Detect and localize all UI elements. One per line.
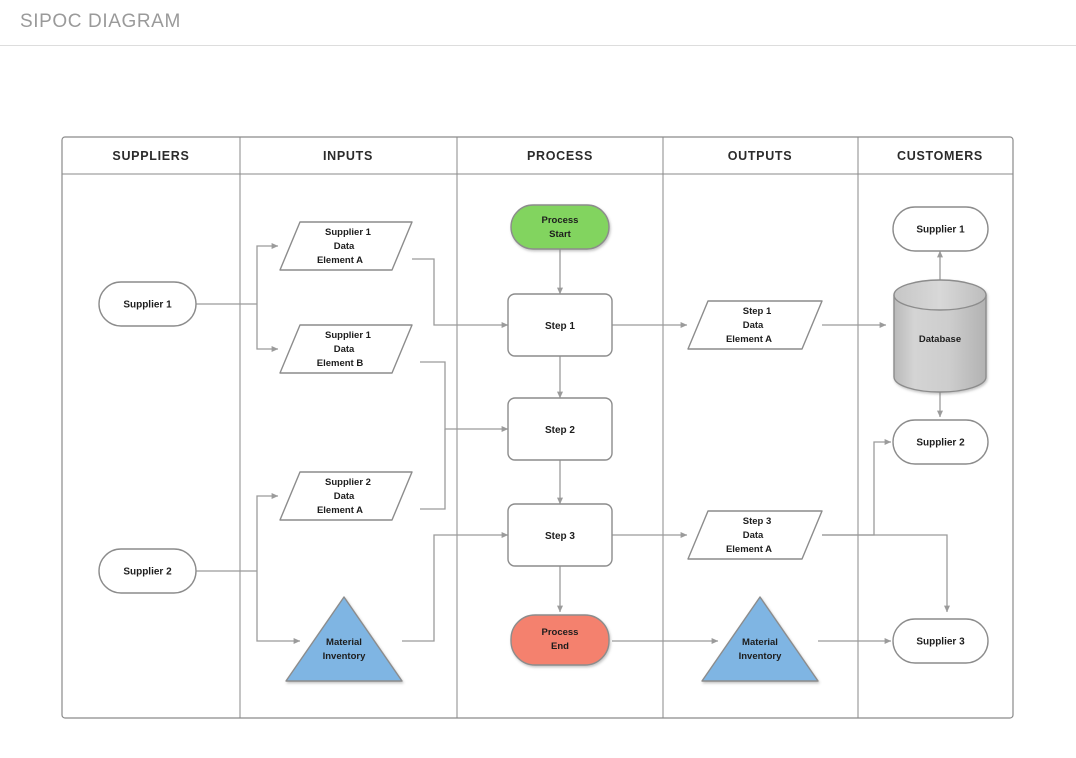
node-label-cus2: Supplier 2 xyxy=(916,438,965,449)
node-label-in2-line1: Supplier 1 xyxy=(325,330,372,341)
node-label-cus1: Supplier 1 xyxy=(916,225,965,236)
node-label-out2-line2: Data xyxy=(743,530,764,541)
node-label-out3-line2: Inventory xyxy=(739,651,782,662)
connector-sup1-to-in1 xyxy=(256,243,279,304)
connector-out2-to-cus2 xyxy=(822,439,892,536)
node-label-step-1: Step 1 xyxy=(545,321,575,332)
node-customer-supplier-3[interactable]: Supplier 3 xyxy=(892,618,989,664)
node-customer-supplier-1[interactable]: Supplier 1 xyxy=(892,206,989,252)
column-header-process: PROCESS xyxy=(527,149,593,163)
node-step-1[interactable]: Step 1 xyxy=(507,293,613,357)
node-label-out1-line2: Data xyxy=(743,320,764,331)
node-label-process-end-line1: Process xyxy=(542,627,579,638)
node-input-supplier1-data-b[interactable]: Supplier 1 Data Element B xyxy=(279,324,413,374)
node-input-supplier2-data-a[interactable]: Supplier 2 Data Element A xyxy=(279,471,413,521)
connector-sup2-to-in4 xyxy=(256,571,301,644)
node-label-cus3: Supplier 3 xyxy=(916,637,965,648)
node-label-in2-line2: Data xyxy=(334,344,355,355)
connector-in1-to-step1 xyxy=(412,258,509,328)
column-header-suppliers: SUPPLIERS xyxy=(112,149,189,163)
node-label-in1-line2: Data xyxy=(334,241,355,252)
node-label-process-start-line2: Start xyxy=(549,229,571,240)
node-label-in3-line1: Supplier 2 xyxy=(325,477,371,488)
node-customer-database[interactable]: Database xyxy=(893,279,987,393)
node-supplier-2[interactable]: Supplier 2 xyxy=(98,548,197,594)
node-label-step-2: Step 2 xyxy=(545,425,575,436)
sipoc-diagram-canvas[interactable]: SUPPLIERS INPUTS PROCESS OUTPUTS CUSTOME… xyxy=(0,46,1076,758)
node-label-out2-line3: Element A xyxy=(726,544,772,555)
column-header-customers: CUSTOMERS xyxy=(897,149,983,163)
connector-in3-to-step2 xyxy=(420,429,446,510)
node-label-in4-line1: Material xyxy=(326,637,362,648)
node-output-step3-data-a[interactable]: Step 3 Data Element A xyxy=(687,510,823,560)
swimlane-outer-border xyxy=(61,136,1014,719)
node-label-out2-line1: Step 3 xyxy=(743,516,772,527)
node-label-out3-line1: Material xyxy=(742,637,778,648)
node-label-process-start-line1: Process xyxy=(542,215,579,226)
node-label-out1-line1: Step 1 xyxy=(743,306,772,317)
connector-in2-to-step2 xyxy=(420,361,509,432)
node-input-supplier1-data-a[interactable]: Supplier 1 Data Element A xyxy=(279,221,413,271)
node-label-in2-line3: Element B xyxy=(317,358,364,369)
node-input-material-inventory[interactable]: Material Inventory xyxy=(285,596,403,682)
column-header-inputs: INPUTS xyxy=(323,149,373,163)
node-label-in1-line1: Supplier 1 xyxy=(325,227,372,238)
swimlane-grid xyxy=(61,136,1014,719)
connector-sup2-to-in3 xyxy=(256,493,279,571)
node-label-in1-line3: Element A xyxy=(317,255,363,266)
node-label-step-3: Step 3 xyxy=(545,531,575,542)
node-label-in3-line3: Element A xyxy=(317,505,363,516)
page-title: SIPOC DIAGRAM xyxy=(20,11,181,32)
node-output-step1-data-a[interactable]: Step 1 Data Element A xyxy=(687,300,823,350)
node-label-process-end-line2: End xyxy=(551,641,569,652)
connector-out2-to-cus3 xyxy=(822,534,950,613)
connector-sup1-to-in2 xyxy=(256,304,279,352)
node-process-start[interactable]: Process Start xyxy=(510,204,610,250)
node-label-out1-line3: Element A xyxy=(726,334,772,345)
node-process-end[interactable]: Process End xyxy=(510,614,610,666)
node-label-in3-line2: Data xyxy=(334,491,355,502)
node-step-3[interactable]: Step 3 xyxy=(507,503,613,567)
sipoc-diagram-svg[interactable]: SUPPLIERS INPUTS PROCESS OUTPUTS CUSTOME… xyxy=(0,46,1076,758)
node-step-2[interactable]: Step 2 xyxy=(507,397,613,461)
node-supplier-1[interactable]: Supplier 1 xyxy=(98,281,197,327)
node-label-supplier-2: Supplier 2 xyxy=(123,567,172,578)
node-label-in4-line2: Inventory xyxy=(323,651,366,662)
node-customer-supplier-2[interactable]: Supplier 2 xyxy=(892,419,989,465)
app-header: SIPOC DIAGRAM xyxy=(0,0,1076,46)
swimlane-headers: SUPPLIERS INPUTS PROCESS OUTPUTS CUSTOME… xyxy=(112,149,983,163)
column-header-outputs: OUTPUTS xyxy=(728,149,793,163)
node-label-supplier-1: Supplier 1 xyxy=(123,300,172,311)
node-output-material-inventory[interactable]: Material Inventory xyxy=(701,596,819,682)
node-label-database: Database xyxy=(919,334,961,345)
connector-in4-to-step3 xyxy=(402,532,509,642)
